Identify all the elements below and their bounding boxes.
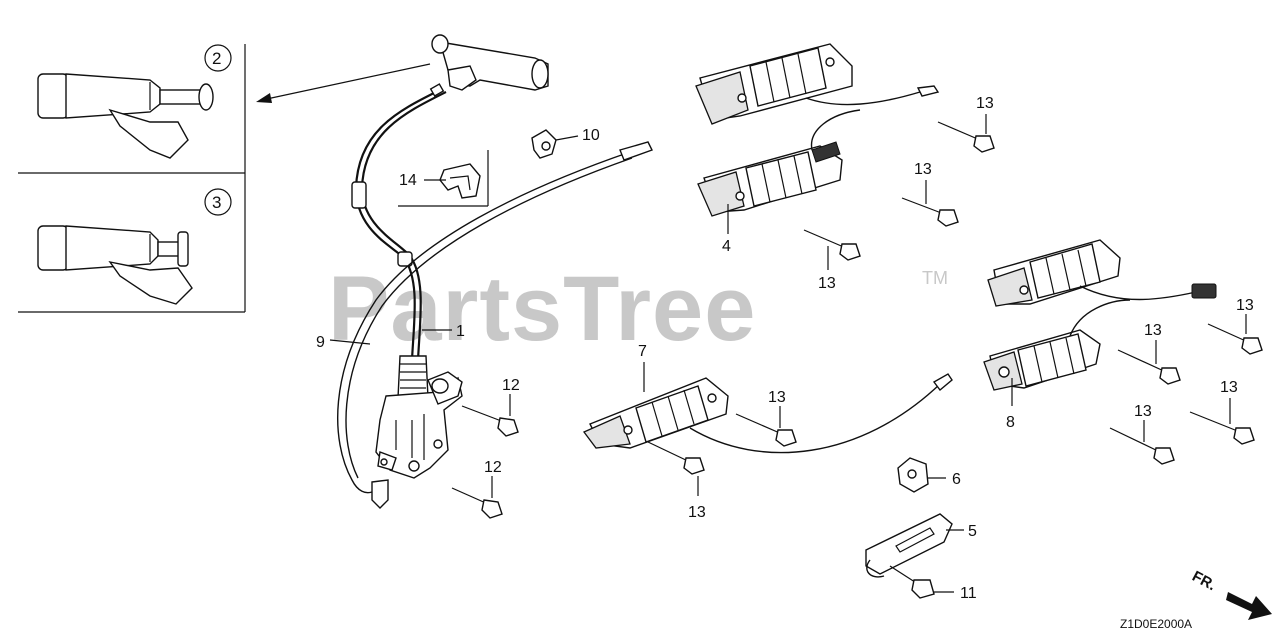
callout-12-lower: 12 [484, 459, 502, 498]
svg-text:3: 3 [212, 193, 221, 212]
reference-arrow [256, 63, 431, 103]
bolt-13-right-3[interactable] [1189, 411, 1255, 445]
svg-text:5: 5 [968, 523, 977, 540]
svg-text:13: 13 [976, 95, 994, 112]
trademark: TM [922, 268, 948, 288]
bolt-12-lower[interactable] [451, 487, 503, 519]
charge-coil-top-lower[interactable] [697, 109, 861, 217]
callout-12-upper: 12 [502, 377, 520, 416]
svg-text:13: 13 [768, 389, 786, 406]
svg-text:13: 13 [688, 504, 706, 521]
callout-13-mid-2: 13 [688, 476, 706, 521]
circle-callout-2: 2 [204, 44, 232, 72]
stop-switch-wire[interactable] [336, 141, 653, 509]
svg-text:12: 12 [502, 377, 520, 394]
svg-text:12: 12 [484, 459, 502, 476]
callout-13-top-2: 13 [914, 161, 932, 204]
front-direction-arrow: FR. [1189, 568, 1272, 620]
svg-text:13: 13 [914, 161, 932, 178]
svg-text:13: 13 [1220, 379, 1238, 396]
watermark: PartsTree [328, 258, 756, 360]
callout-13-right-3: 13 [1220, 379, 1238, 424]
drawing-code: Z1D0E2000A [1120, 617, 1192, 631]
plug-cap-variant-3[interactable] [37, 225, 193, 305]
svg-text:13: 13 [818, 275, 836, 292]
callout-13-right-2: 13 [1144, 322, 1162, 364]
svg-text:13: 13 [1236, 297, 1254, 314]
bolt-13-right-1[interactable] [1207, 323, 1263, 355]
svg-text:11: 11 [960, 585, 977, 602]
svg-text:9: 9 [316, 334, 325, 351]
bolt-13-top-3[interactable] [803, 229, 861, 261]
svg-text:8: 8 [1006, 414, 1015, 431]
bolt-13-top-1[interactable] [937, 121, 995, 153]
bolt-13-right-4[interactable] [1109, 427, 1175, 465]
bolt-13-top-2[interactable] [901, 197, 959, 227]
bolt-13-right-2[interactable] [1117, 349, 1181, 385]
callout-13-top-3: 13 [818, 246, 836, 292]
callout-6: 6 [928, 471, 961, 488]
circle-callout-3: 3 [204, 188, 232, 216]
bolt-12-upper[interactable] [461, 405, 519, 437]
callout-7: 7 [638, 343, 647, 392]
callout-13-top-1: 13 [976, 95, 994, 134]
callout-13-mid-1: 13 [768, 389, 786, 428]
callout-14: 14 [399, 172, 446, 189]
plug-cap-variant-2[interactable] [37, 73, 214, 159]
bolt-13-mid-2[interactable] [647, 441, 705, 475]
wire-bracket-5[interactable] [865, 513, 953, 578]
wire-clip-10[interactable] [531, 129, 557, 159]
callout-13-right-4: 13 [1134, 403, 1152, 442]
callout-4: 4 [722, 204, 731, 255]
svg-text:13: 13 [1134, 403, 1152, 420]
svg-text:1: 1 [456, 323, 465, 340]
bolt-11[interactable] [889, 565, 935, 599]
callout-1: 1 [422, 323, 465, 340]
callout-8: 8 [1006, 378, 1015, 431]
svg-text:10: 10 [582, 127, 600, 144]
grommet-6[interactable] [897, 457, 929, 493]
svg-text:2: 2 [212, 49, 221, 68]
ignition-coil-assembly[interactable] [351, 34, 549, 479]
svg-text:FR.: FR. [1189, 568, 1218, 594]
svg-text:14: 14 [399, 172, 417, 189]
inset-panel [18, 44, 246, 313]
callout-13-right-1: 13 [1236, 297, 1254, 334]
callout-9: 9 [316, 334, 371, 351]
charge-coil-right-lower[interactable] [983, 299, 1131, 391]
callout-10: 10 [555, 127, 600, 144]
callout-5: 5 [946, 523, 977, 540]
svg-text:13: 13 [1144, 322, 1162, 339]
svg-text:6: 6 [952, 471, 961, 488]
charge-coil-right-upper[interactable] [987, 239, 1217, 307]
callout-11: 11 [934, 585, 977, 602]
clamp-14[interactable] [398, 150, 489, 207]
svg-text:4: 4 [722, 238, 731, 255]
bolt-13-mid-1[interactable] [735, 413, 797, 447]
svg-text:7: 7 [638, 343, 647, 360]
charge-coil-top-upper[interactable] [695, 43, 940, 125]
charge-coil-7[interactable] [582, 373, 953, 454]
